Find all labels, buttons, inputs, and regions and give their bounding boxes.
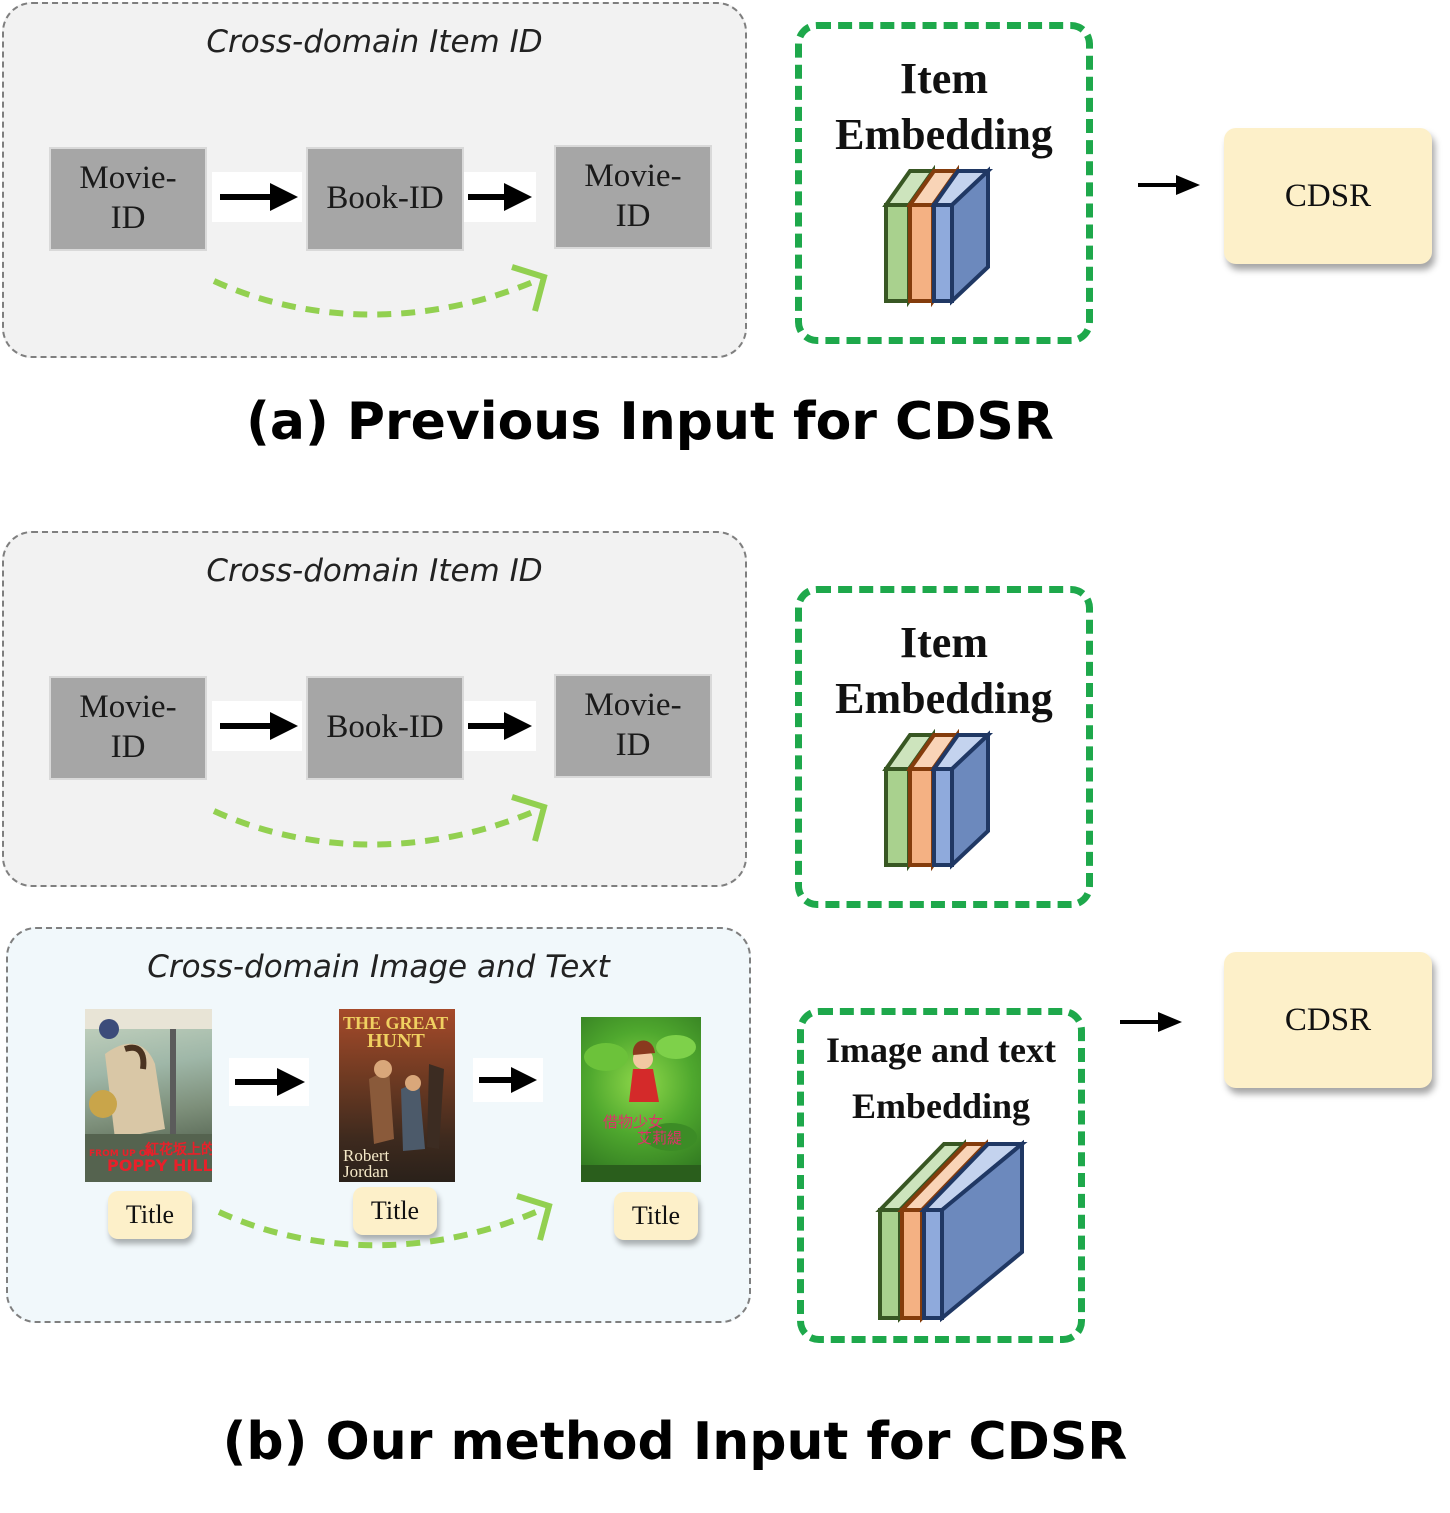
arrow-right-icon xyxy=(464,172,536,222)
embedding-title: Item Embedding xyxy=(835,618,1053,724)
arrow-right-icon xyxy=(1120,1012,1182,1032)
poster-text: 艾莉緹 xyxy=(637,1129,682,1147)
poster-the-great-hunt: THE GREAT HUNT Robert Jordan xyxy=(339,1009,455,1182)
item-embedding-box: Item Embedding xyxy=(795,22,1093,344)
poster-text: 借物少女 xyxy=(603,1113,663,1131)
poster-text: FROM UP ON xyxy=(89,1149,154,1159)
embedding-title: Image and text Embedding xyxy=(826,1030,1056,1126)
poster-arrietty: 借物少女 艾莉緹 xyxy=(581,1017,701,1182)
arrow-right-icon xyxy=(212,172,302,222)
title-chip: Title xyxy=(108,1191,192,1239)
movie-id-box: Movie- ID xyxy=(554,145,712,249)
caption-a: (a) Previous Input for CDSR xyxy=(246,392,1054,452)
embedding-layers-icon xyxy=(875,1139,1028,1323)
movie-id-box: Movie- ID xyxy=(49,676,207,780)
arrow-right-icon xyxy=(229,1058,309,1106)
poster-text: HUNT xyxy=(367,1030,425,1052)
movie-id-box: Movie- ID xyxy=(49,147,207,251)
title-chip: Title xyxy=(353,1187,437,1235)
poster-text: Robert xyxy=(343,1146,390,1165)
cdsr-box: CDSR xyxy=(1224,952,1432,1088)
embedding-layers-icon xyxy=(882,729,994,872)
panel-title: Cross-domain Image and Text xyxy=(147,949,610,985)
arrow-right-icon xyxy=(212,701,302,751)
title-chip: Title xyxy=(614,1192,698,1240)
book-id-box: Book-ID xyxy=(306,676,464,780)
cross-domain-curve-arrow xyxy=(212,264,548,318)
arrow-right-icon xyxy=(473,1058,543,1102)
item-embedding-box: Item Embedding xyxy=(795,586,1093,908)
poster-from-up-on-poppy-hill: 紅花坂上的海 FROM UP ON POPPY HILL xyxy=(85,1009,212,1182)
image-text-embedding-box: Image and text Embedding xyxy=(797,1008,1085,1343)
arrow-right-icon xyxy=(464,701,536,751)
poster-text: 紅花坂上的海 xyxy=(145,1141,212,1158)
arrow-right-icon xyxy=(1138,175,1200,195)
embedding-title: Item Embedding xyxy=(835,54,1053,160)
poster-text: THE GREAT xyxy=(343,1013,448,1033)
poster-text: Jordan xyxy=(343,1162,389,1181)
cross-domain-curve-arrow xyxy=(212,794,548,848)
cross-domain-curve-arrow xyxy=(217,1193,553,1249)
embedding-layers-icon xyxy=(882,165,994,308)
panel-title: Cross-domain Item ID xyxy=(206,24,543,60)
movie-id-box: Movie- ID xyxy=(554,674,712,778)
poster-text: POPPY HILL xyxy=(107,1156,212,1175)
cdsr-box: CDSR xyxy=(1224,128,1432,264)
book-id-box: Book-ID xyxy=(306,147,464,251)
caption-b: (b) Our method Input for CDSR xyxy=(222,1412,1128,1472)
panel-title: Cross-domain Item ID xyxy=(206,553,543,589)
